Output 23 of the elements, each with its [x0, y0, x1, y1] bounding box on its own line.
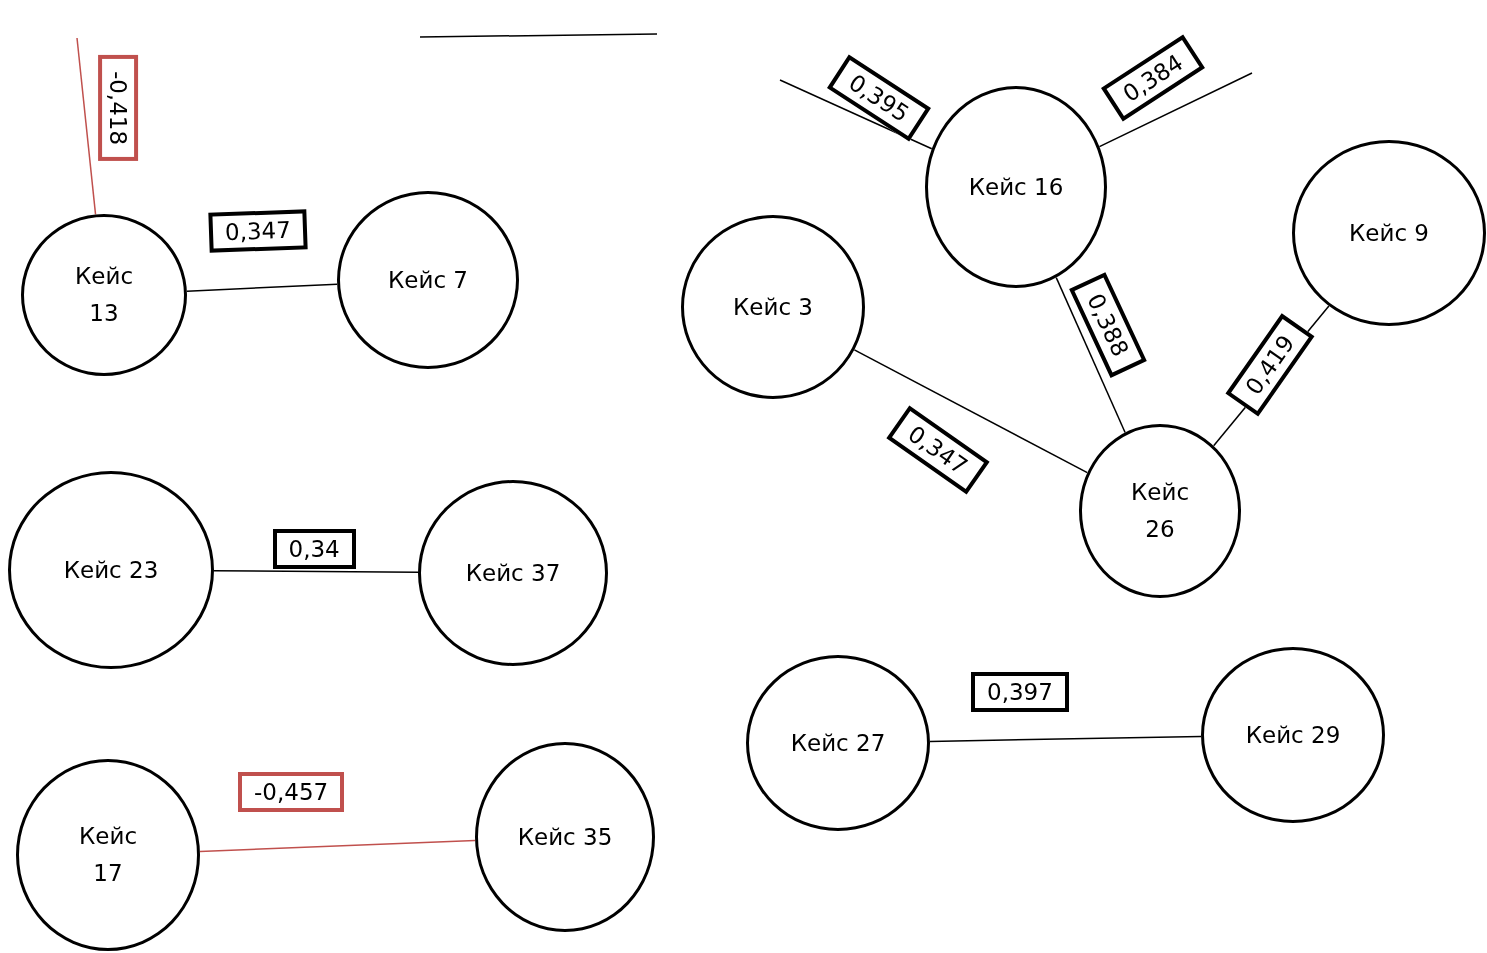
connector-line: [199, 839, 476, 853]
connector-line: [929, 735, 1202, 743]
node-label: Кейс 17: [77, 822, 139, 888]
connector-line: [213, 570, 419, 574]
edge-label: -0,457: [238, 772, 345, 812]
node-label: Кейс 16: [968, 172, 1064, 202]
edge-label: 0,397: [971, 672, 1069, 712]
edge-label: 0,34: [272, 529, 356, 569]
node-label: Кейс 35: [517, 822, 613, 852]
node-label: Кейс 9: [1349, 218, 1429, 248]
connector-line: [186, 283, 338, 292]
node-label: Кейс 26: [1129, 478, 1191, 544]
node-label: Кейс 13: [73, 262, 135, 328]
node-label: Кейс 37: [465, 558, 561, 588]
connector-line: [1055, 276, 1126, 434]
edge-label: 0,347: [208, 209, 308, 253]
node-label: Кейс 23: [63, 555, 159, 585]
node-label: Кейс 7: [388, 265, 468, 295]
edge-label: -0,418: [98, 54, 139, 162]
node-label: Кейс 29: [1245, 720, 1341, 750]
connector-line: [76, 37, 97, 216]
node-label: Кейс 3: [733, 292, 813, 322]
node-label: Кейс 27: [790, 728, 886, 758]
